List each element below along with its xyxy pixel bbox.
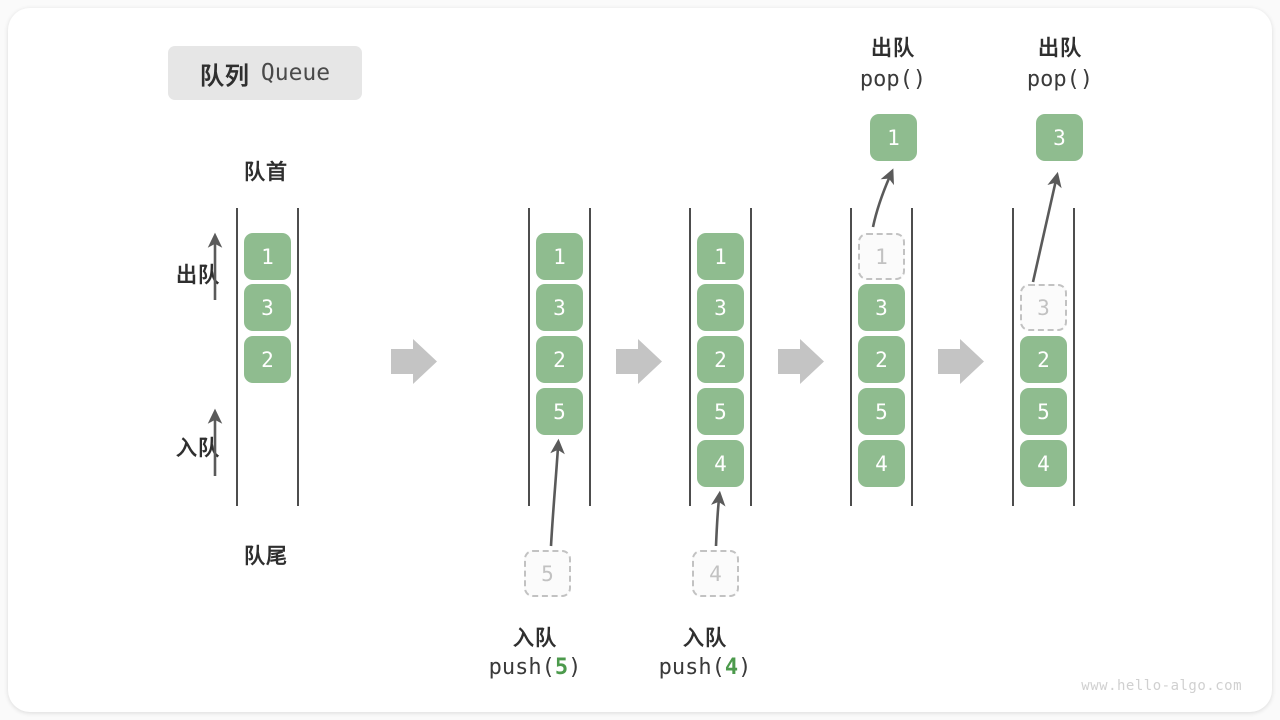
push-5-code-prefix: push( (488, 655, 555, 680)
push-5-code-value: 5 (554, 655, 569, 680)
pop-3-code-suffix: ) (1079, 67, 1094, 92)
queue-cell-removed: 3 (1020, 284, 1067, 331)
queue-cell: 2 (1020, 336, 1067, 383)
queue-column-after-push-5: 1 3 2 5 (528, 208, 591, 506)
queue-cell: 5 (1020, 388, 1067, 435)
rail-right (911, 208, 913, 506)
pop-1-code-suffix: ) (912, 67, 927, 92)
queue-cell: 4 (858, 440, 905, 487)
label-head: 队首 (244, 161, 288, 184)
queue-cell: 4 (697, 440, 744, 487)
queue-column-after-pop-1: 1 3 2 5 4 (850, 208, 913, 506)
queue-cell: 2 (244, 336, 291, 383)
push-4-caption-cn: 入队 (683, 627, 727, 650)
rail-left (236, 208, 238, 506)
rail-right (589, 208, 591, 506)
diagram-card (8, 8, 1272, 712)
rail-right (297, 208, 299, 506)
push-4-code-suffix: ) (738, 655, 752, 680)
queue-cell: 3 (536, 284, 583, 331)
pop-1-caption-code: pop() (808, 67, 978, 92)
pop-3-caption-code: pop() (975, 67, 1145, 92)
queue-cell: 5 (697, 388, 744, 435)
title-badge: 队列 Queue (168, 46, 362, 100)
rail-left (528, 208, 530, 506)
queue-cell: 2 (858, 336, 905, 383)
queue-cell: 1 (536, 233, 583, 280)
queue-cell: 4 (1020, 440, 1067, 487)
queue-cell: 2 (536, 336, 583, 383)
queue-column-after-pop-3: 3 2 5 4 (1012, 208, 1075, 506)
queue-cell: 3 (244, 284, 291, 331)
queue-cell: 1 (244, 233, 291, 280)
popped-cell-1: 1 (870, 114, 917, 161)
push-4-code-prefix: push( (658, 655, 725, 680)
rail-right (1073, 208, 1075, 506)
queue-column-after-push-4: 1 3 2 5 4 (689, 208, 752, 506)
push-5-caption-code: push(5) (450, 655, 620, 680)
queue-cell: 3 (697, 284, 744, 331)
label-tail: 队尾 (244, 545, 288, 568)
queue-cell: 3 (858, 284, 905, 331)
pending-push-cell-5: 5 (524, 550, 571, 597)
queue-cell: 5 (536, 388, 583, 435)
rail-left (1012, 208, 1014, 506)
popped-cell-3: 3 (1036, 114, 1083, 161)
queue-cell: 2 (697, 336, 744, 383)
queue-cell: 5 (858, 388, 905, 435)
push-4-caption-code: push(4) (620, 655, 790, 680)
label-dequeue: 出队 (176, 264, 220, 287)
push-5-caption-cn: 入队 (513, 627, 557, 650)
push-4-code-value: 4 (724, 655, 739, 680)
watermark: www.hello-algo.com (1081, 678, 1242, 694)
title-en: Queue (260, 60, 331, 86)
pending-push-cell-4: 4 (692, 550, 739, 597)
pop-1-code-prefix: pop( (859, 67, 913, 92)
rail-left (850, 208, 852, 506)
label-enqueue: 入队 (176, 437, 220, 460)
pop-3-caption-cn: 出队 (1038, 37, 1082, 60)
pop-3-code-prefix: pop( (1026, 67, 1080, 92)
push-5-code-suffix: ) (568, 655, 582, 680)
queue-cell-removed: 1 (858, 233, 905, 280)
title-cn: 队列 (199, 62, 250, 90)
pop-1-caption-cn: 出队 (871, 37, 915, 60)
rail-left (689, 208, 691, 506)
rail-right (750, 208, 752, 506)
queue-column-initial: 1 3 2 (236, 208, 299, 506)
queue-cell: 1 (697, 233, 744, 280)
